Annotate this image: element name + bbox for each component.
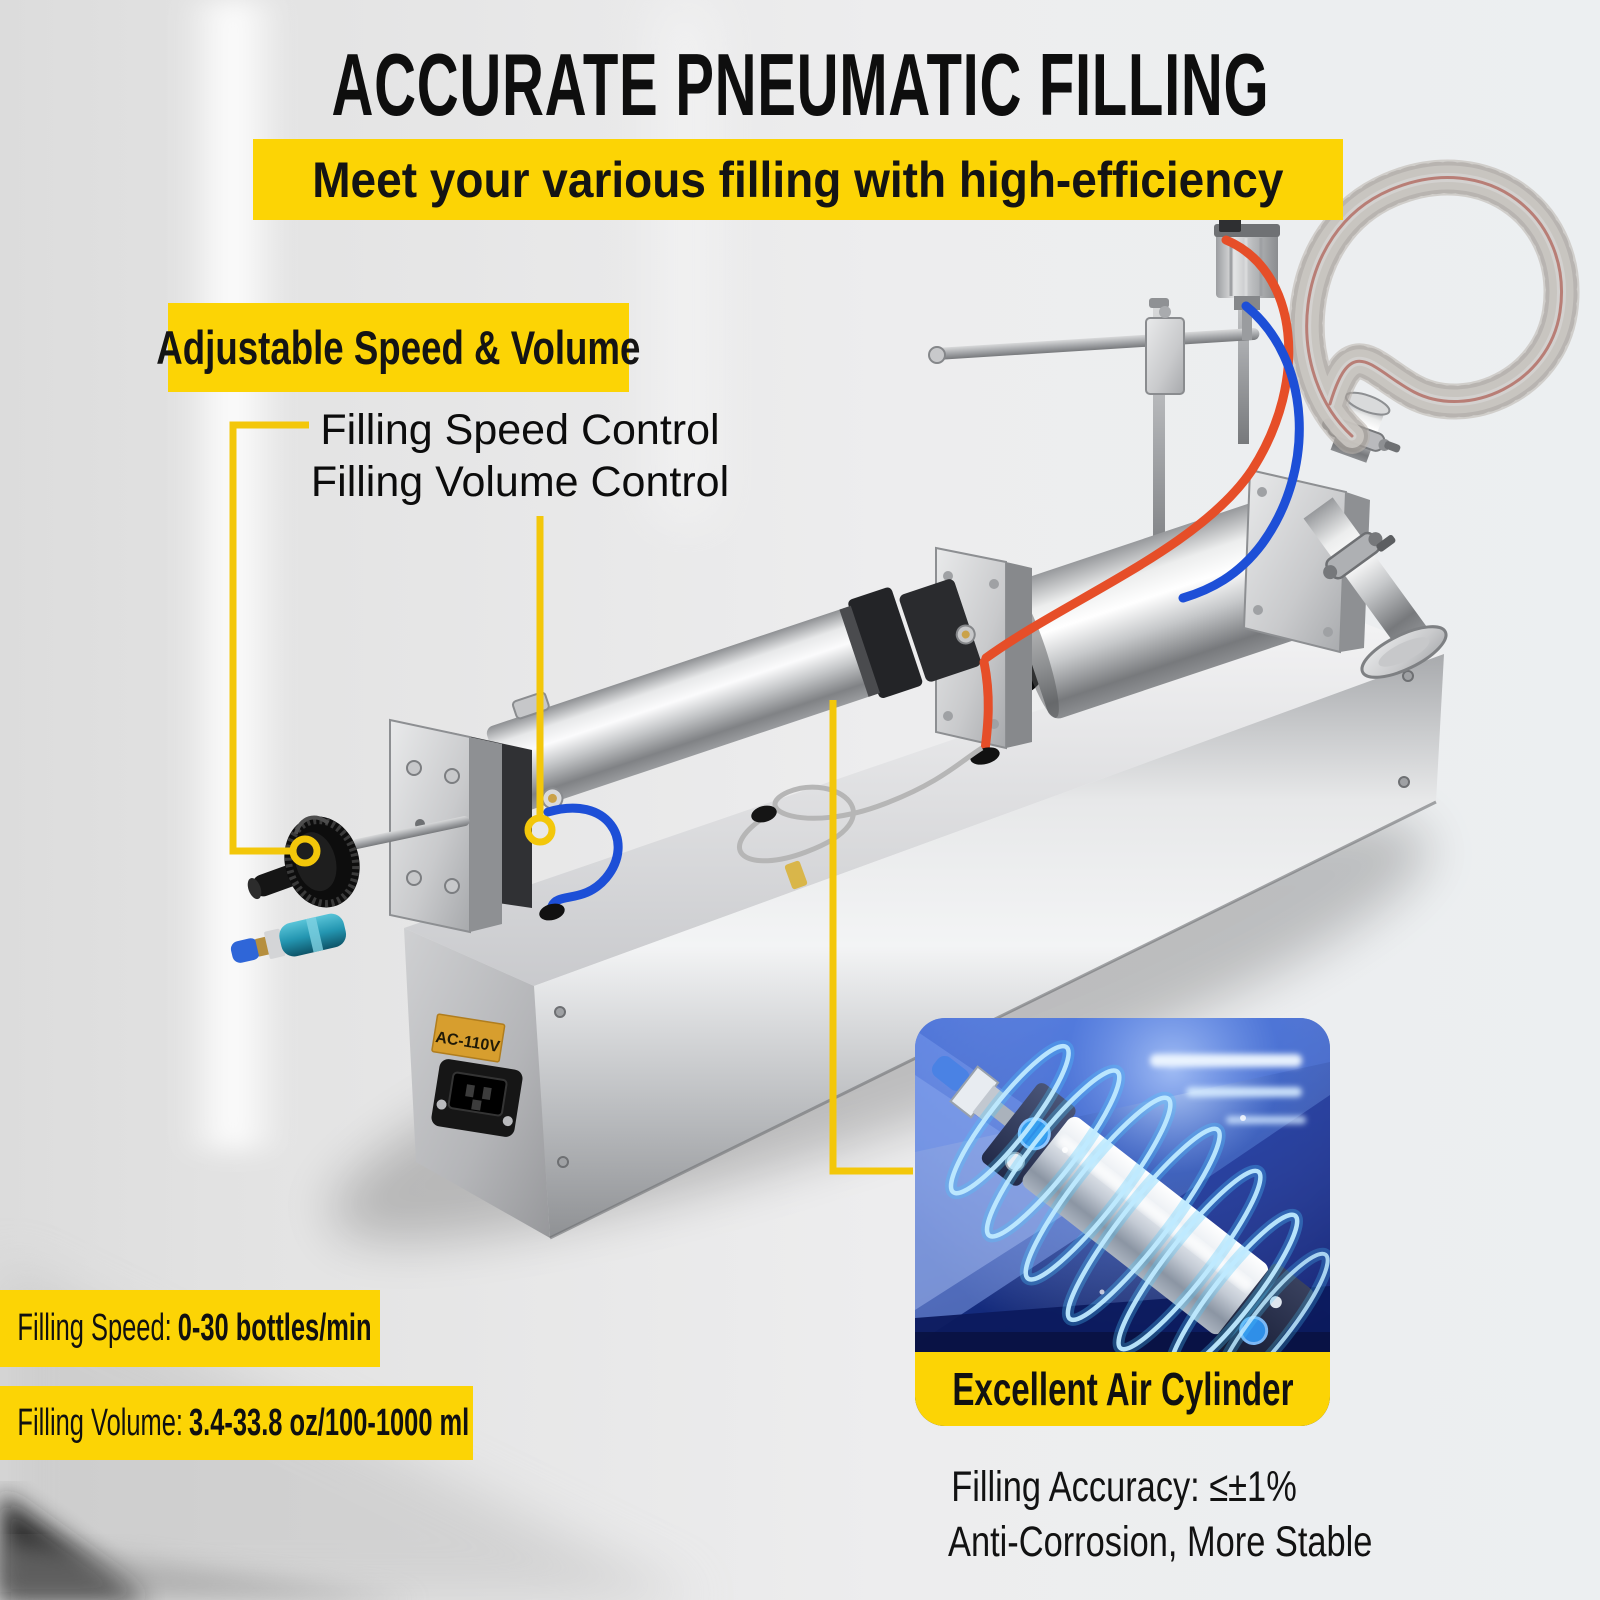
light-streaks: [1150, 1054, 1306, 1124]
adjustment-rod: [351, 816, 470, 849]
air-cylinder-callout-line: [829, 700, 913, 1175]
spec-volume-label: Filling Volume:: [17, 1401, 183, 1444]
spec-banner-filling-volume: Filling Volume:3.4-33.8 oz/100-1000 ml: [0, 1386, 473, 1460]
volume-control-label: Filling Volume Control: [310, 458, 730, 506]
air-inlet-fitting: [230, 913, 347, 963]
subtitle-banner: Meet your various filling with high-effi…: [253, 139, 1343, 220]
suction-hose: [1288, 159, 1580, 454]
subtitle-text: Meet your various filling with high-effi…: [312, 151, 1284, 208]
power-rating-label: AC-110V: [431, 1013, 506, 1063]
filling-volume-fitting: [541, 787, 564, 810]
inset-air-cylinder: [931, 1040, 1330, 1401]
blue-air-tube: [543, 301, 1304, 911]
page-title-text: ACCURATE PNEUMATIC FILLING: [331, 35, 1269, 134]
volume-fitting-callout-ring: [524, 814, 556, 846]
callout-lines: [229, 421, 913, 1175]
feature-banner-text: Adjustable Speed & Volume: [156, 321, 641, 374]
spec-speed-label: Filling Speed:: [17, 1307, 172, 1349]
speed-knob-callout-ring: [289, 835, 321, 867]
speed-control-label: Filling Speed Control: [320, 406, 720, 454]
left-mounting-plate: [389, 718, 532, 934]
control-callout-labels: Filling Speed Control Filling Volume Con…: [275, 404, 765, 508]
power-socket: [431, 1059, 523, 1137]
spec-volume-value: 3.4-33.8 oz/100-1000 ml: [189, 1401, 470, 1444]
inset-card-title: Excellent Air Cylinder: [915, 1352, 1330, 1426]
pilot-valve-cylinder: [1214, 218, 1280, 340]
page-title: ACCURATE PNEUMATIC FILLING: [0, 34, 1600, 136]
sensor-cable: [737, 745, 984, 890]
feature-banner: Adjustable Speed & Volume: [156, 303, 641, 392]
spec-banner-filling-speed: Filling Speed:0-30 bottles/min: [0, 1290, 380, 1367]
speed-knob-callout-line: [229, 421, 309, 855]
spec-speed-value: 0-30 bottles/min: [177, 1307, 372, 1349]
machine-base: AC-110V: [404, 610, 1444, 1240]
inset-card-title-text: Excellent Air Cylinder: [951, 1363, 1294, 1415]
red-air-tube: [979, 235, 1294, 755]
stand-rods: [928, 262, 1260, 576]
stability-line: Anti-Corrosion, More Stable: [948, 1518, 1373, 1566]
accuracy-line: Filling Accuracy: ≤±1%: [951, 1463, 1297, 1511]
air-cylinder-inset-card: [915, 1018, 1330, 1426]
speed-valve-block: [899, 579, 981, 682]
inset-caption: Filling Accuracy: ≤±1% Anti-Corrosion, M…: [904, 1460, 1373, 1570]
inset-title-bar: [915, 1352, 1330, 1426]
